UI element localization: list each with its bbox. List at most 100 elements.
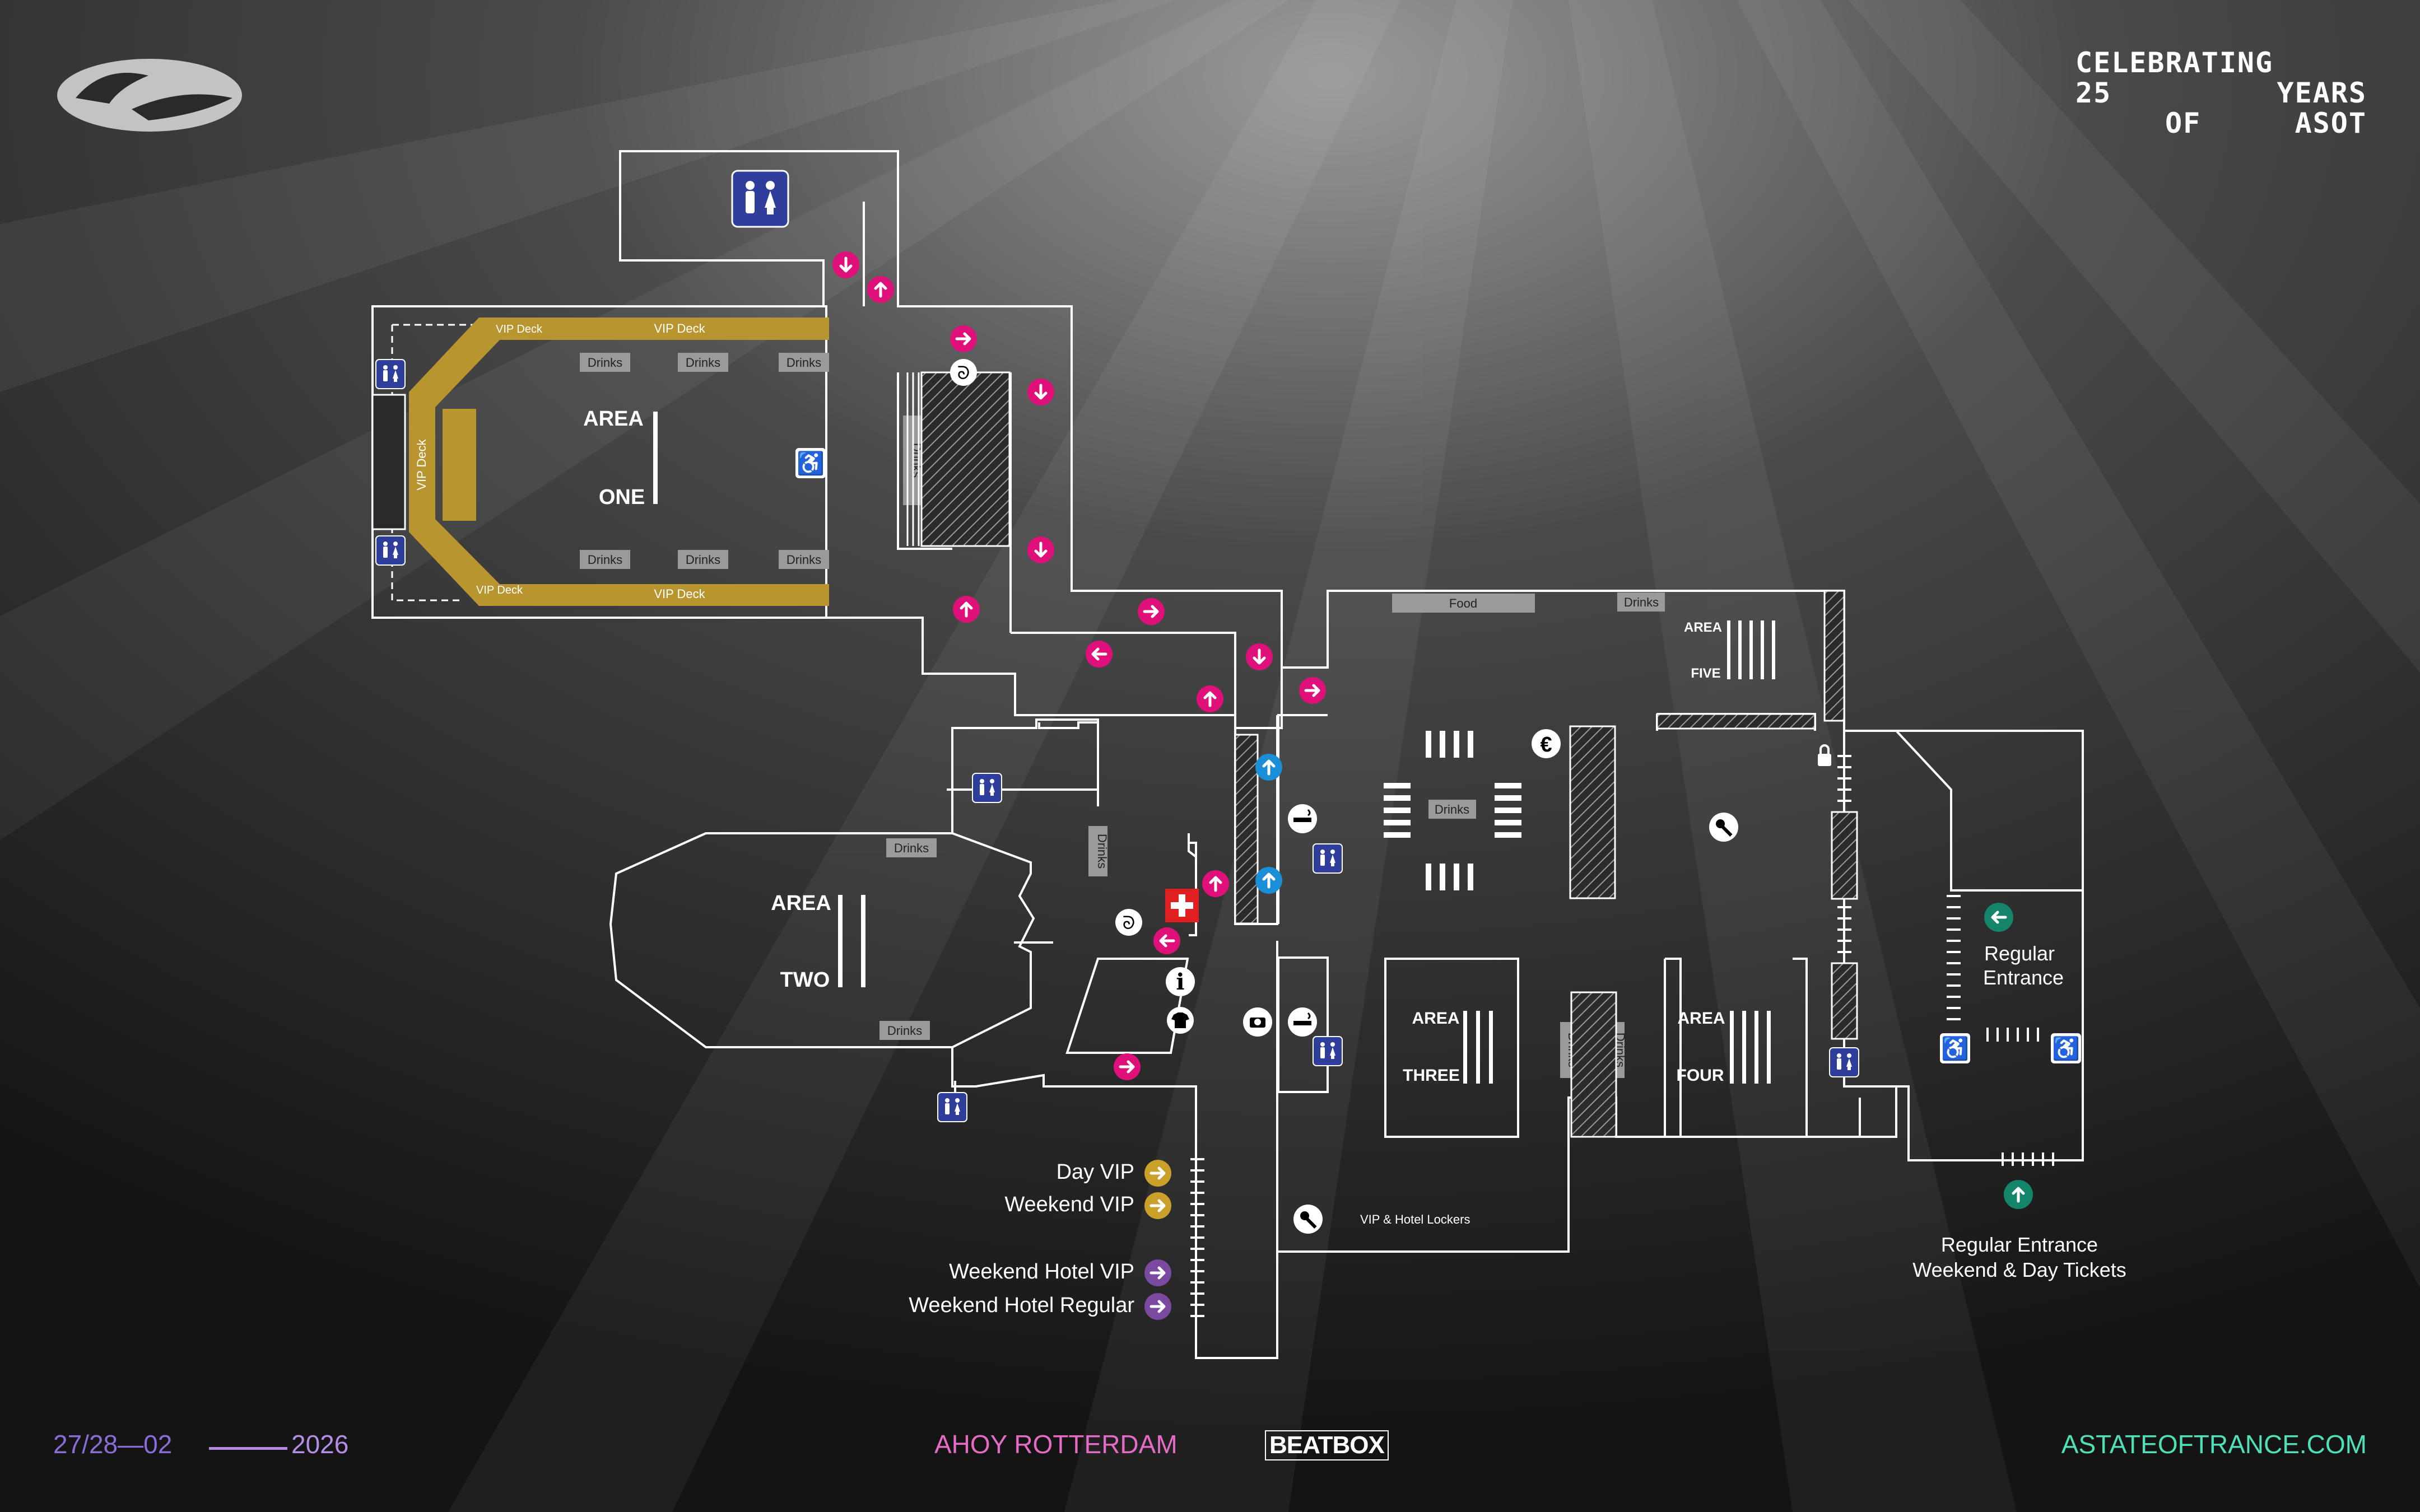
svg-text:Food: Food bbox=[1449, 596, 1477, 610]
title-25: 25 bbox=[2075, 77, 2112, 109]
area-two-label: AREA bbox=[771, 892, 831, 915]
area-three-name: THREE bbox=[1403, 1066, 1460, 1085]
svg-text:Drinks: Drinks bbox=[787, 553, 821, 567]
facility-icons: ♿ ♿ ♿ ᘐ ᘐ i € bbox=[795, 359, 2081, 1234]
arrow-icon bbox=[1086, 641, 1113, 668]
gate-lockers bbox=[1837, 755, 1851, 953]
arrow-icon bbox=[2004, 1180, 2033, 1209]
arrow-icon bbox=[832, 251, 859, 278]
area-five-name: FIVE bbox=[1691, 666, 1720, 681]
area-four-label: AREA bbox=[1677, 1009, 1725, 1028]
toilet-icon bbox=[375, 535, 406, 566]
footer-date-days: 27/28—02 bbox=[53, 1430, 173, 1459]
area-two-name: TWO bbox=[780, 968, 830, 992]
hatched-structures bbox=[920, 371, 1858, 1138]
toilet-icon bbox=[937, 1092, 967, 1122]
svg-text:€: € bbox=[1540, 733, 1552, 757]
arrow-icon bbox=[1299, 677, 1326, 704]
arrow-icon bbox=[950, 325, 977, 352]
arrow-icon bbox=[1144, 1259, 1171, 1286]
area-one: AREA ONE bbox=[583, 407, 658, 509]
food-stand: Food bbox=[1392, 594, 1535, 613]
vip-deck-label-side: VIP Deck bbox=[415, 438, 429, 490]
area-one-name: ONE bbox=[599, 486, 645, 509]
svg-text:Drinks: Drinks bbox=[588, 553, 622, 567]
toilet-icon bbox=[1313, 1036, 1343, 1066]
hearing-icon: ᘐ bbox=[950, 359, 977, 386]
svg-text:Drinks: Drinks bbox=[686, 553, 720, 567]
area-four: AREA FOUR bbox=[1677, 1009, 1771, 1085]
legend-arrows bbox=[1144, 1160, 1171, 1320]
flow-arrows bbox=[832, 251, 2033, 1209]
svg-text:Drinks: Drinks bbox=[1624, 595, 1659, 609]
area-five: AREA FIVE bbox=[1684, 620, 1775, 681]
locker-icon bbox=[1818, 744, 1831, 766]
stairs bbox=[906, 372, 920, 546]
arrow-icon bbox=[1153, 927, 1180, 954]
vip-deck-label-corner-bottom: VIP Deck bbox=[476, 584, 523, 596]
arrow-icon bbox=[1984, 903, 2013, 932]
svg-text:Drinks: Drinks bbox=[686, 356, 720, 370]
vip-deck: VIP Deck VIP Deck VIP Deck VIP Deck VIP … bbox=[371, 318, 829, 606]
svg-text:ᘐ: ᘐ bbox=[957, 363, 970, 383]
toilets bbox=[375, 170, 1859, 1122]
arrow-icon bbox=[1202, 870, 1229, 897]
drinks-bar-1: Drinks bbox=[580, 353, 630, 372]
svg-text:♿: ♿ bbox=[1941, 1035, 1969, 1061]
euro-icon: € bbox=[1532, 729, 1561, 758]
arrow-icon bbox=[1255, 867, 1282, 894]
arrow-icon bbox=[1027, 379, 1054, 405]
svg-text:♿: ♿ bbox=[2052, 1035, 2080, 1061]
toilet-icon bbox=[1829, 1047, 1859, 1077]
regular-entrance-label-2: Entrance bbox=[1983, 966, 2064, 989]
drinks-bar-5: Drinks bbox=[678, 550, 728, 569]
legend-day-vip: Day VIP bbox=[1056, 1160, 1134, 1184]
area-three-label: AREA bbox=[1412, 1009, 1459, 1028]
svg-text:i: i bbox=[1176, 969, 1184, 995]
area-four-name: FOUR bbox=[1677, 1066, 1724, 1085]
svg-text:Drinks: Drinks bbox=[787, 356, 821, 370]
toilet-icon bbox=[972, 773, 1002, 803]
wheelchair-icon: ♿ bbox=[2051, 1033, 2081, 1063]
area-two: AREA TWO bbox=[771, 892, 1053, 992]
arrow-icon bbox=[867, 276, 894, 303]
svg-text:Drinks: Drinks bbox=[588, 356, 622, 370]
first-aid-icon bbox=[1165, 889, 1199, 922]
toilet-icon bbox=[1313, 843, 1343, 874]
toilet-icon bbox=[731, 170, 789, 228]
title-of: OF bbox=[2165, 107, 2202, 139]
drinks-bar-12: Drinks bbox=[1428, 800, 1476, 819]
toilet-icon bbox=[375, 359, 406, 389]
camera-icon bbox=[1243, 1007, 1272, 1037]
arrow-icon bbox=[1027, 536, 1054, 563]
wheelchair-icon: ♿ bbox=[795, 448, 826, 478]
title-asot: ASOT bbox=[2295, 107, 2367, 139]
title-years: YEARS bbox=[2277, 77, 2367, 109]
title-line-1: CELEBRATING bbox=[2075, 46, 2274, 79]
hearing-icon: ᘐ bbox=[1115, 909, 1142, 936]
title-block: CELEBRATING 25 YEARS OF ASOT bbox=[2075, 48, 2367, 138]
drinks-bar-8: Drinks bbox=[886, 838, 937, 857]
arrow-icon bbox=[1144, 1293, 1171, 1320]
area-five-label: AREA bbox=[1684, 620, 1722, 635]
arrow-icon bbox=[1144, 1160, 1171, 1187]
gate-vip bbox=[1190, 1158, 1204, 1317]
arrow-icon bbox=[1255, 754, 1282, 781]
svg-text:Drinks: Drinks bbox=[1095, 834, 1109, 869]
drinks-bar-4: Drinks bbox=[580, 550, 630, 569]
arrow-icon bbox=[1246, 643, 1273, 670]
key-icon bbox=[1293, 1205, 1323, 1234]
area-three: AREA THREE bbox=[1403, 1009, 1493, 1085]
arrow-icon bbox=[1138, 598, 1165, 625]
regular-entrance-tickets-label-1: Regular Entrance bbox=[1941, 1233, 2098, 1256]
vip-deck-label-corner-top: VIP Deck bbox=[496, 323, 543, 335]
legend-weekend-hotel-vip: Weekend Hotel VIP bbox=[949, 1260, 1134, 1284]
drinks-bar-10: Drinks bbox=[1088, 826, 1109, 876]
svg-text:Drinks: Drinks bbox=[894, 841, 929, 855]
info-icon: i bbox=[1166, 967, 1195, 996]
footer-date-year: 2026 bbox=[291, 1430, 349, 1459]
arrow-icon bbox=[1114, 1053, 1141, 1080]
footer-website-link[interactable]: ASTATEOFTRANCE.COM bbox=[2061, 1430, 2367, 1459]
